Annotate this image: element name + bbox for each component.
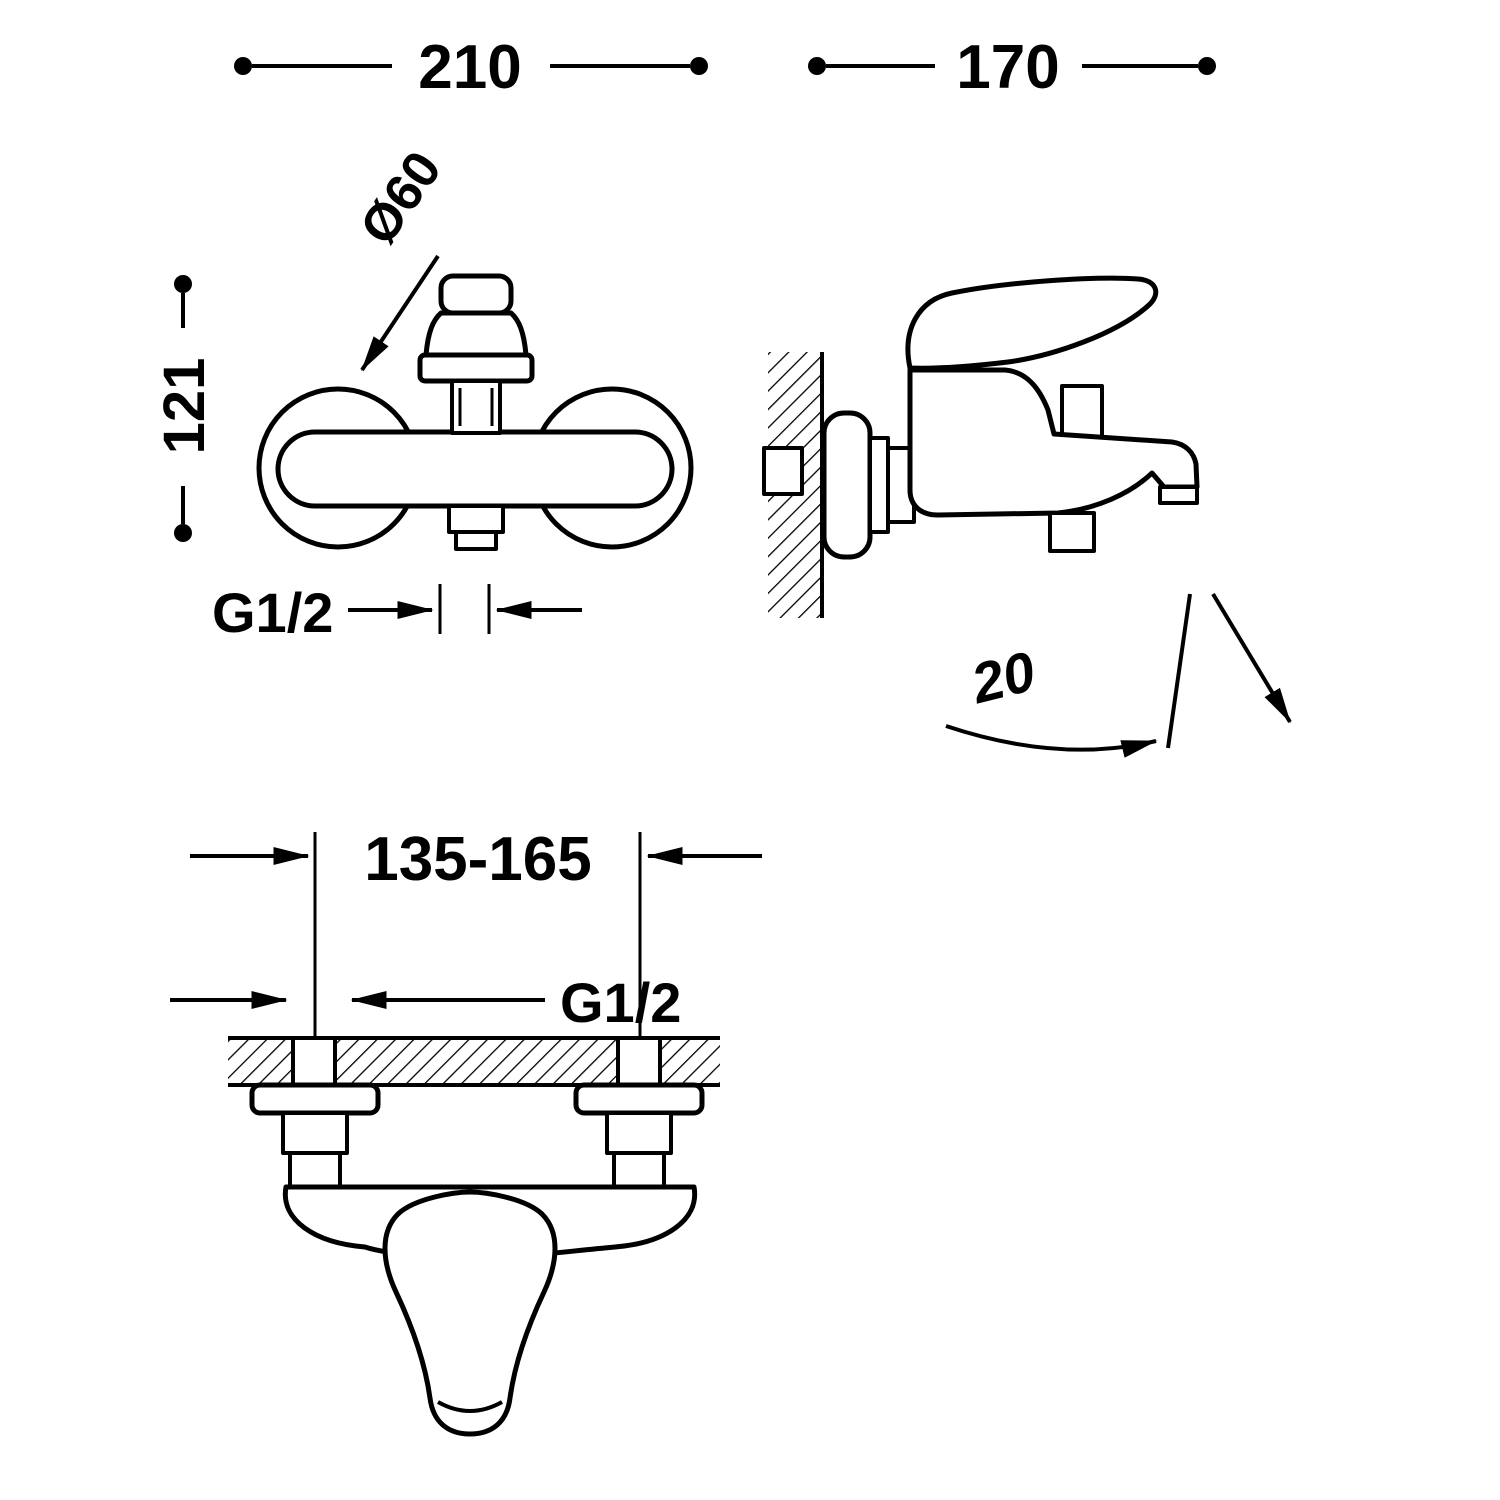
shower-outlet (1048, 511, 1096, 553)
lever-tip-detail (437, 1400, 503, 1413)
dim-spout-angle: 20 (945, 592, 1292, 758)
dim-bottom-thread: G1/2 (170, 971, 681, 1034)
dim-bottom-centers-label: 135-165 (364, 825, 592, 894)
dim-bottom-centers: 135-165 (190, 825, 762, 1038)
dim-front-width: 210 (234, 33, 708, 102)
pipe-stack-left-outer (281, 1111, 349, 1155)
lever-handle-bottom (382, 1189, 558, 1437)
pipe-step-outer (868, 436, 890, 534)
inlet-left (291, 1036, 337, 1087)
wall-plan (228, 1036, 720, 1087)
dim-spout-angle-label: 20 (964, 639, 1041, 715)
diverter-knob (1060, 384, 1104, 440)
pipe-stack-right-outer (605, 1111, 673, 1155)
leader-arrow (360, 254, 440, 372)
pipe-stack-right-inner (612, 1151, 666, 1189)
side-view: 170 20 (762, 33, 1292, 758)
dim-bottom-thread-label: G1/2 (560, 971, 681, 1034)
outlet-connector (454, 530, 498, 551)
faucet-front (256, 273, 694, 551)
bottom-view: 135-165 G1/2 (170, 825, 762, 1437)
angle-arc-arrow (945, 724, 1158, 758)
dim-dot (174, 524, 192, 542)
escutcheon-plate-right (573, 1082, 705, 1116)
outlet-neck (447, 504, 505, 534)
mixer-body-front (275, 429, 675, 509)
dim-front-thread-label: G1/2 (212, 581, 333, 644)
dim-dot (1198, 57, 1216, 75)
faucet-side (821, 275, 1200, 560)
spout-outlet (1158, 485, 1199, 505)
dim-dot (690, 57, 708, 75)
handle-flare (423, 310, 529, 358)
dim-dot (234, 57, 252, 75)
pipe-stack-left-inner (288, 1151, 342, 1189)
dim-side-depth: 170 (808, 33, 1216, 102)
dim-escutcheon-diameter-label: Ø60 (349, 141, 453, 255)
cartridge-shoulder (417, 352, 535, 384)
dim-dot (808, 57, 826, 75)
inlet-right (616, 1036, 662, 1087)
dim-side-depth-label: 170 (956, 33, 1059, 102)
dim-front-width-label: 210 (418, 33, 521, 102)
dim-front-height: 121 (152, 275, 217, 542)
escutcheon-plate-left (249, 1082, 381, 1116)
dim-front-thread: G1/2 (212, 581, 582, 644)
angle-ray-vertical (1166, 593, 1192, 749)
handle-knob (438, 273, 514, 316)
dim-front-height-label: 121 (152, 358, 217, 455)
lever-handle-side (905, 275, 1159, 371)
mixer-body-side (907, 367, 1200, 518)
angle-ray-slanted (1211, 592, 1292, 724)
wall-section (762, 352, 824, 618)
faucet-bottom (249, 1082, 705, 1437)
wall-pipe-box (762, 446, 804, 496)
escutcheon-side (821, 410, 873, 560)
front-view: 210 Ø60 121 (152, 33, 708, 644)
dim-dot (174, 275, 192, 293)
